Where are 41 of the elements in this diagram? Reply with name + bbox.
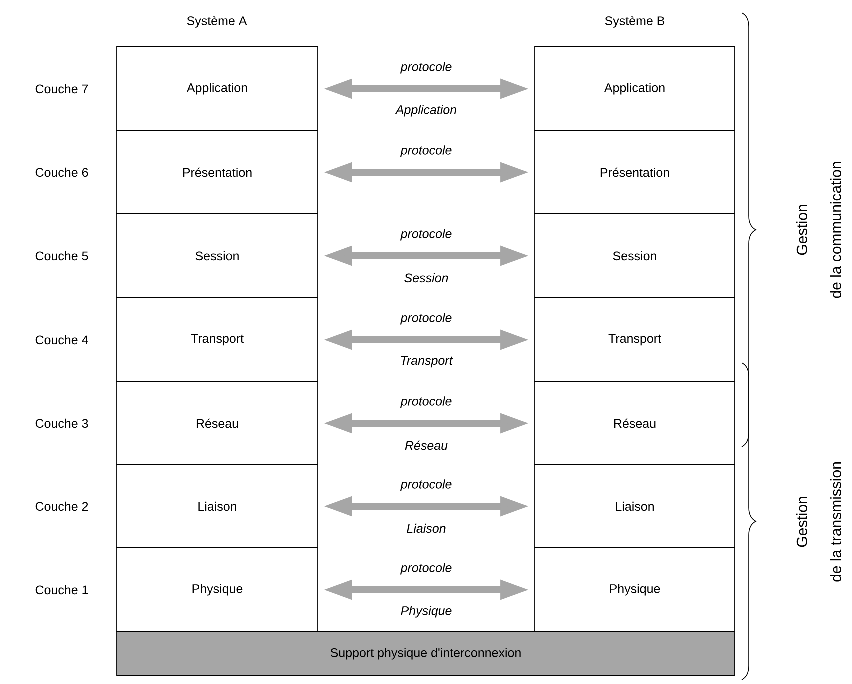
edge-label: protocole [400,229,452,241]
edge-label: protocole [400,62,452,74]
layer-number: Couche 7 [36,84,88,94]
group-label: de la communication [830,162,842,298]
protocol-name: Session [404,273,448,283]
group-label: Gestion [796,497,808,548]
layer-box: Présentation [116,130,318,214]
layer-box: Transport [116,298,318,382]
group-label: Gestion [796,205,808,256]
edge-label: protocole [400,563,452,575]
layer-box: Session [534,214,736,298]
layer-number: Couche 1 [36,585,88,595]
protocol-name: Liaison [407,524,446,534]
layer-number: Couche 5 [36,251,88,261]
layer-number: Couche 4 [36,335,88,345]
layer-box: Liaison [116,464,318,548]
protocol-name: Application [395,105,456,117]
layer-box: Physique [116,548,318,632]
edge-label: protocole [400,146,452,158]
edge-label: protocole [400,313,452,325]
edge-label: protocole [400,396,452,408]
layer-box: Présentation [534,130,736,214]
layer-box: Application [116,46,318,132]
layer-number: Couche 6 [36,168,88,178]
protocol-name: Transport [401,356,454,368]
column-heading: Système B [605,16,665,28]
protocol-name: Réseau [405,440,448,450]
edge-label: protocole [400,480,452,492]
protocol-name: Physique [401,606,452,618]
layer-box: Réseau [534,382,736,466]
layer-box: Transport [534,298,736,382]
column-heading: Système A [187,16,248,28]
layer-box: Session [116,214,318,298]
layer-box: Liaison [534,464,736,548]
layer-number: Couche 3 [36,418,88,428]
medium-bar: Support physique d'interconnexion [116,632,736,676]
layer-box: Physique [534,548,736,632]
group-label: de la transmission [830,462,842,582]
layer-box: Réseau [116,382,318,466]
layer-box: Application [534,46,736,132]
layer-number: Couche 2 [36,502,88,512]
